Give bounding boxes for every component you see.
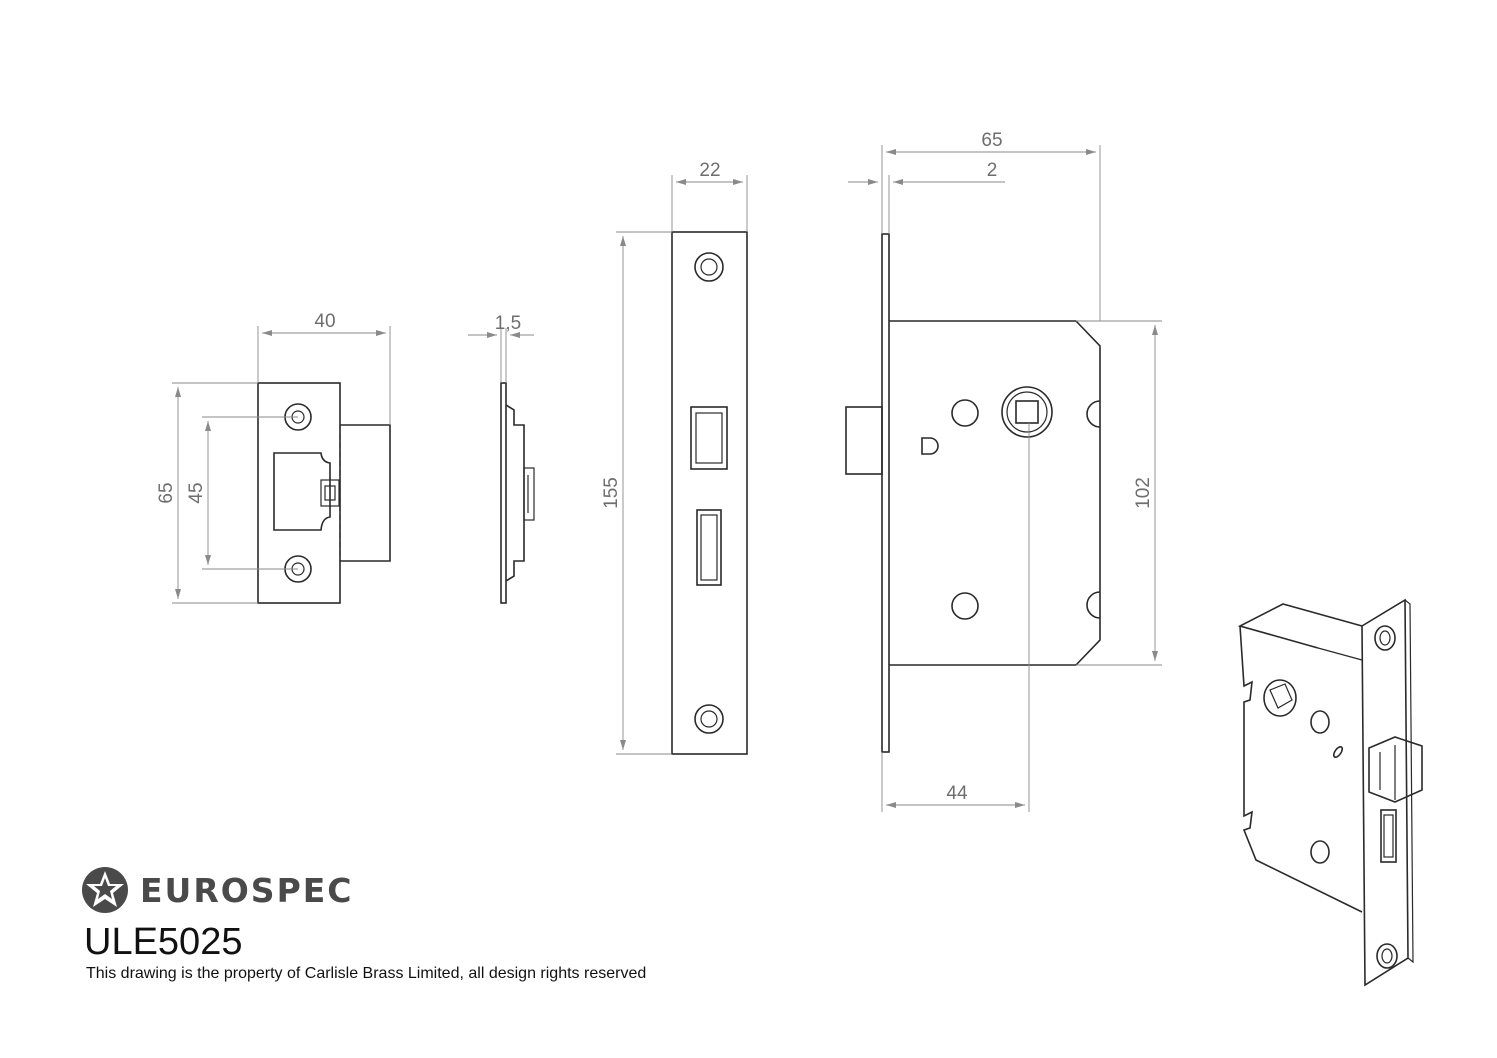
rights-note: This drawing is the property of Carlisle… [86,965,647,982]
dim-label-strike-width: 40 [314,311,335,332]
brand-logo: EUROSPEC [80,864,354,916]
lock-isometric-view [1237,598,1423,987]
strike-plate-side-view [500,382,535,604]
dimension-lines [172,145,1162,812]
dim-label-forend-thickness: 2 [987,160,998,181]
dim-label-strike-height: 65 [156,482,177,503]
dim-label-case-height: 102 [1133,477,1154,509]
dim-label-backset: 44 [946,783,968,804]
lock-case-side-view [845,233,1101,753]
dim-label-forend-width: 22 [699,160,720,181]
forend-front-view [671,231,748,755]
dim-label-strike-thickness: 1,5 [495,313,521,334]
dim-label-case-depth: 65 [981,130,1002,151]
strike-plate-front-view [257,382,391,604]
product-code: ULE5025 [84,921,243,963]
star-in-circle-icon [82,867,128,913]
brand-name: EUROSPEC [140,870,354,910]
dim-label-strike-hole-centres: 45 [186,482,207,503]
dim-label-forend-length: 155 [601,477,622,509]
